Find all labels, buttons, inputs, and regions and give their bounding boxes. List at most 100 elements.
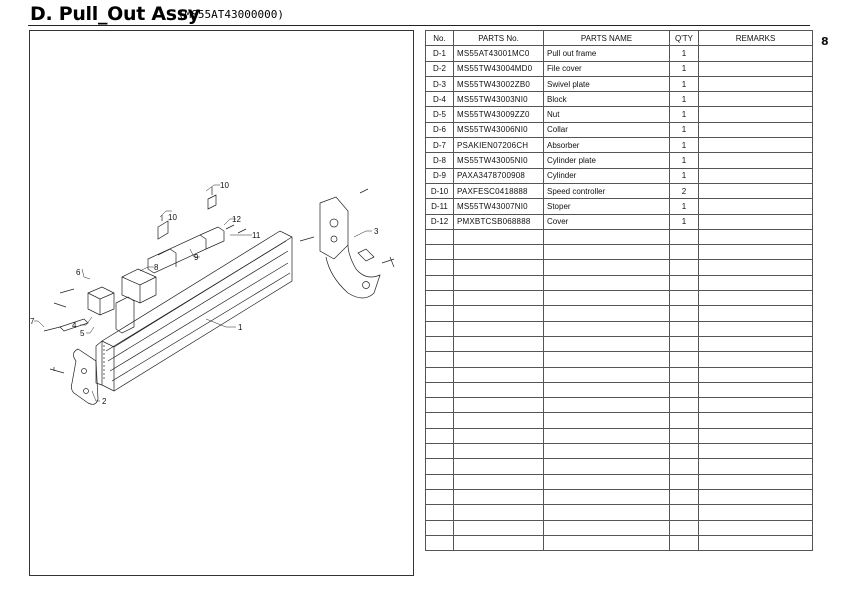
cell-empty [453, 381, 544, 399]
table-row-empty [425, 290, 813, 307]
page-number: 8 [821, 35, 829, 48]
table-row-empty [425, 458, 813, 475]
cell-qty: 1 [669, 45, 699, 62]
cell-empty [543, 473, 670, 490]
cell-empty [425, 351, 454, 368]
callout-11: 11 [252, 231, 261, 240]
cell-part-no: MS55TW43007NI0 [453, 198, 544, 215]
cell-empty [698, 335, 813, 353]
table-row-empty [425, 427, 813, 445]
cell-no: D-1 [425, 45, 454, 62]
col-header-parts-no: PARTS No. [453, 29, 544, 47]
cell-empty [453, 427, 544, 445]
cell-empty [669, 427, 699, 445]
cell-empty [543, 412, 670, 429]
cell-empty [453, 335, 544, 353]
cell-part-name: Cylinder plate [543, 152, 670, 169]
callout-9: 9 [194, 253, 199, 262]
callout-7: 7 [30, 317, 35, 326]
cell-empty [453, 228, 544, 246]
cell-empty [453, 488, 544, 506]
table-row-empty [425, 443, 813, 460]
cell-part-name: File cover [543, 60, 670, 77]
cell-part-no: MS55TW43006NI0 [453, 121, 544, 139]
cell-part-no: PAXA3478700908 [453, 167, 544, 184]
cell-qty: 1 [669, 121, 699, 139]
cell-empty [543, 427, 670, 445]
cell-empty [669, 274, 699, 292]
cell-empty [543, 335, 670, 353]
cell-empty [698, 397, 813, 414]
table-row-empty [425, 228, 813, 246]
cell-empty [698, 443, 813, 460]
cell-qty: 1 [669, 198, 699, 215]
cell-part-name: Cover [543, 213, 670, 230]
cell-qty: 1 [669, 152, 699, 169]
cell-empty [698, 427, 813, 445]
cell-empty [698, 473, 813, 490]
cell-empty [698, 534, 813, 552]
block-drawing [43, 286, 135, 334]
cell-part-name: Stoper [543, 198, 670, 215]
cell-empty [669, 244, 699, 261]
table-row-empty [425, 351, 813, 368]
cell-empty [453, 443, 544, 460]
cell-empty [425, 320, 454, 337]
callout-12: 12 [232, 215, 241, 224]
cell-empty [425, 443, 454, 460]
cell-empty [543, 228, 670, 246]
cell-empty [425, 228, 454, 246]
cell-empty [543, 320, 670, 337]
cell-no: D-2 [425, 60, 454, 77]
file-cover-drawing [49, 348, 99, 405]
cell-empty [543, 274, 670, 292]
cell-empty [425, 488, 454, 506]
cell-part-name: Absorber [543, 137, 670, 154]
cell-empty [453, 412, 544, 429]
cell-empty [698, 305, 813, 322]
cell-empty [543, 488, 670, 506]
cell-empty [698, 290, 813, 307]
cell-empty [453, 397, 544, 414]
cell-empty [698, 458, 813, 475]
cell-no: D-4 [425, 91, 454, 108]
cell-empty [698, 259, 813, 276]
cell-empty [543, 244, 670, 261]
cell-empty [425, 412, 454, 429]
cell-empty [669, 320, 699, 337]
cell-empty [669, 473, 699, 490]
cell-part-name: Nut [543, 106, 670, 123]
cylinder-drawing [121, 187, 247, 304]
cell-empty [425, 427, 454, 445]
cell-empty [698, 320, 813, 337]
cell-qty: 1 [669, 137, 699, 154]
cell-part-name: Collar [543, 121, 670, 139]
cell-empty [425, 519, 454, 536]
cell-empty [425, 366, 454, 383]
cell-no: D-9 [425, 167, 454, 184]
cell-remarks [698, 106, 813, 123]
cell-empty [698, 381, 813, 399]
cell-empty [453, 366, 544, 383]
cell-empty [425, 381, 454, 399]
cell-part-name: Cylinder [543, 167, 670, 184]
cell-empty [453, 534, 544, 552]
table-row-empty [425, 488, 813, 506]
cell-empty [669, 519, 699, 536]
cell-empty [543, 397, 670, 414]
table-header-row: No. PARTS No. PARTS NAME Q'TY REMARKS [425, 29, 813, 47]
cell-empty [453, 320, 544, 337]
cell-empty [698, 412, 813, 429]
cell-part-no: MS55TW43009ZZ0 [453, 106, 544, 123]
cell-empty [425, 274, 454, 292]
cell-empty [425, 244, 454, 261]
cell-empty [669, 259, 699, 276]
cell-empty [425, 473, 454, 490]
cell-empty [543, 534, 670, 552]
